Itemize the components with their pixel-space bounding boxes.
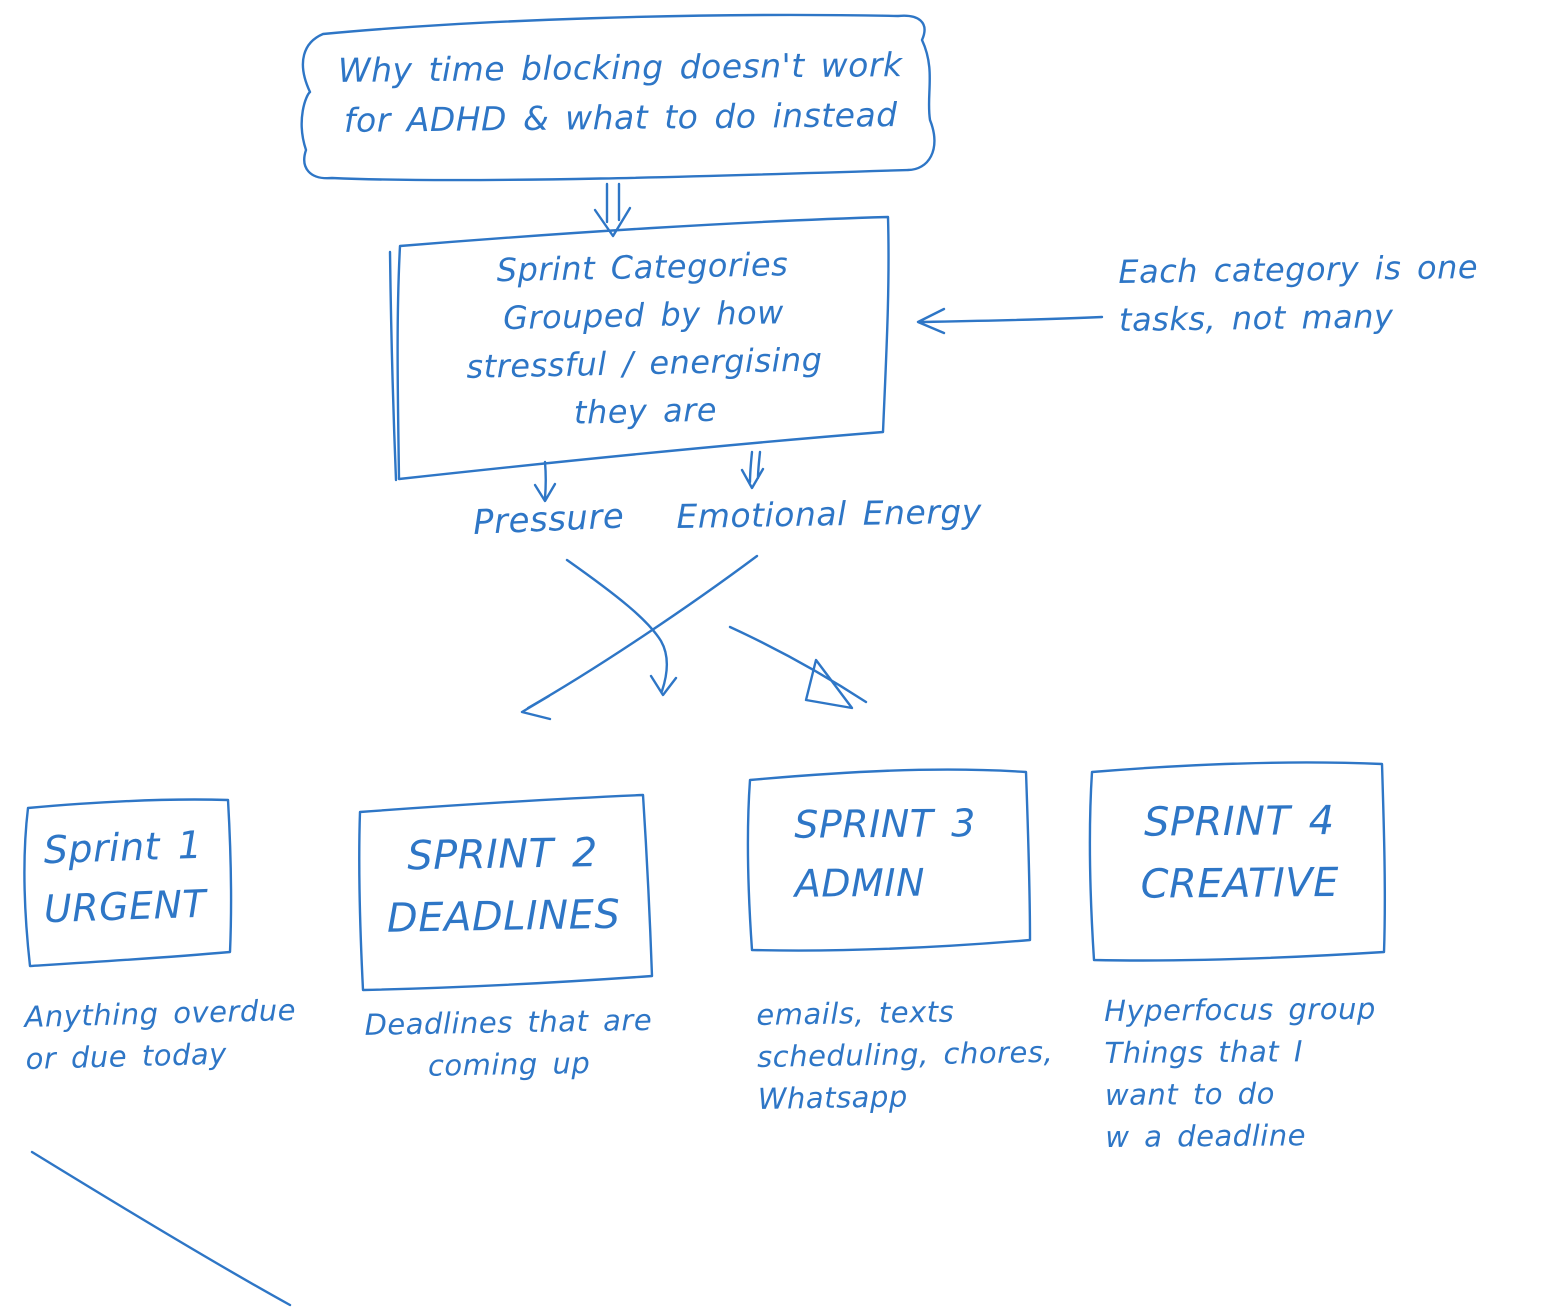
cross-arrow-left [520,554,759,721]
axis-label-emotional-energy: Emotional Energy [676,491,983,536]
sprint3-description: emails, texts scheduling, chores, Whatsa… [756,994,1054,1117]
sprint4-title: SPRINT 4 CREATIVE [1140,797,1340,908]
cross-arrow-curve [728,625,868,704]
sprint3-title: SPRINT 3 ADMIN [794,801,976,906]
diagram-title: Why time blocking doesn't work for ADHD … [337,45,903,140]
axis-label-pressure: Pressure [472,496,626,543]
emotional-arrow [740,450,765,490]
sprint1-box-outline [23,798,233,968]
sprint1-description: Anything overdue or due today [24,992,297,1077]
sprint4-description: Hyperfocus group Things that I want to d… [1104,991,1376,1155]
annotation-arrow [916,307,1104,335]
title-to-categories-arrow [593,182,632,238]
sprint3-box-outline [746,768,1032,952]
stray-pen-stroke [30,1150,292,1307]
sprint2-box-outline [357,793,654,992]
annotation-note: Each category is one tasks, not many [1118,247,1479,339]
categories-box-outline [396,215,890,481]
cross-arrow-middle [565,558,678,697]
categories-box-text: Sprint Categories Grouped by how stressf… [466,245,823,432]
title-box-outline [300,13,936,182]
sprint2-title: SPRINT 2 DEADLINES [386,830,621,942]
sprint4-box-outline [1088,761,1387,962]
categories-box-left-tick [388,250,398,482]
sprint1-title: Sprint 1 URGENT [42,822,207,932]
pressure-arrow [533,460,557,503]
sprint2-description: Deadlines that are coming up [364,1002,653,1083]
cross-arrow-curve-head [804,658,854,710]
